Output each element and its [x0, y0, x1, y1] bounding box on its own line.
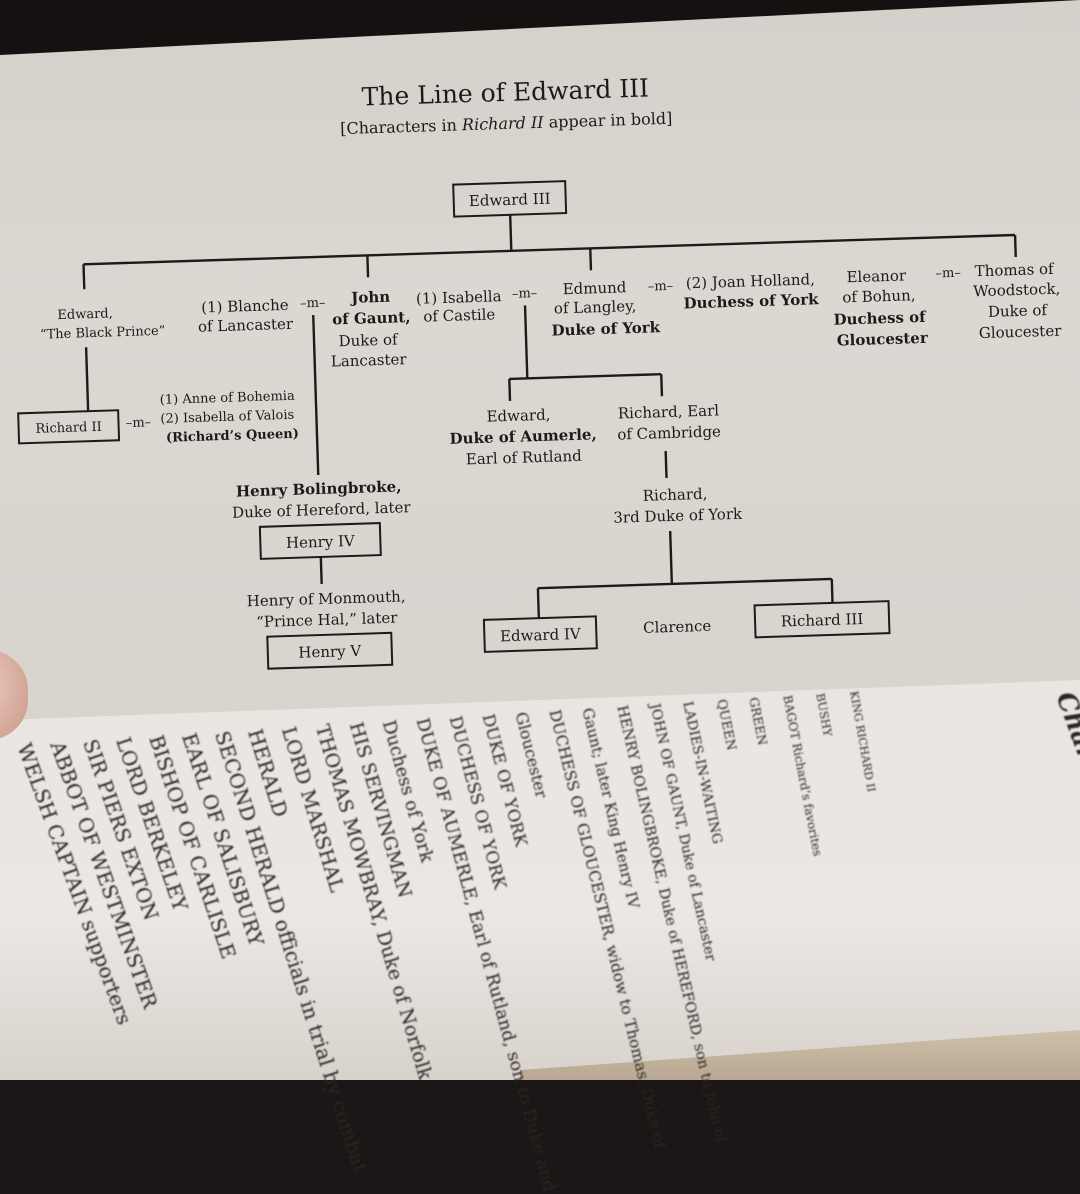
line-york3-down: [668, 530, 674, 584]
node-box-edward-iv: [482, 615, 598, 653]
marriage-edmund-2: –m–: [648, 279, 674, 295]
line-to-gaunt: [366, 255, 370, 278]
node-monmouth-2: “Prince Hal,” later: [256, 609, 399, 631]
node-r2-wife-1: (1) Anne of Bohemia: [160, 389, 296, 408]
node-henry-iv: Henry IV: [286, 532, 356, 552]
node-isabella-2: of Castile: [423, 305, 496, 325]
node-thomas-3: Duke of: [988, 301, 1049, 321]
line-to-bolingbroke: [312, 315, 320, 476]
node-box-henry-v: [266, 631, 394, 670]
node-eleanor-1: Eleanor: [846, 266, 907, 286]
node-monmouth-1: Henry of Monmouth,: [246, 587, 405, 610]
node-eleanor-3: Duchess of: [833, 308, 927, 329]
node-gaunt-3: Duke of: [338, 330, 399, 350]
node-box-richard-ii: [17, 409, 121, 445]
node-gaunt-2: of Gaunt,: [332, 308, 411, 328]
line-to-thomas: [1013, 234, 1017, 258]
node-r2-wife-2: (2) Isabella of Valois: [160, 408, 294, 427]
node-isabella-1: (1) Isabella: [416, 287, 502, 308]
node-box-richard-iii: [753, 600, 891, 639]
node-gaunt-4: Lancaster: [331, 350, 408, 370]
line-york-children-bar: [509, 372, 662, 381]
node-aumerle-2: Duke of Aumerle,: [449, 425, 597, 448]
node-aumerle-3: Earl of Rutland: [466, 447, 583, 469]
node-york3-1: Richard,: [642, 485, 707, 505]
facing-page-line: Gloucester: [511, 710, 552, 801]
line-york3-children-bar: [537, 577, 832, 590]
line-to-aumerle: [508, 378, 512, 401]
node-blanche-1: (1) Blanche: [201, 296, 289, 317]
node-cambridge-2: of Cambridge: [617, 422, 721, 443]
facing-page-line: KING RICHARD II: [847, 690, 878, 794]
node-joan-1: (2) Joan Holland,: [686, 270, 816, 292]
line-children-bar: [83, 233, 1016, 266]
node-york3-2: 3rd Duke of York: [613, 505, 743, 527]
node-black-prince-1: Edward,: [57, 306, 113, 323]
node-cambridge-1: Richard, Earl: [618, 401, 720, 422]
node-edward-iii: Edward III: [469, 190, 551, 211]
line-edmund-children: [523, 305, 529, 379]
node-gaunt-1: John: [349, 288, 391, 307]
node-thomas-2: Woodstock,: [973, 280, 1061, 301]
facing-page-line: GREEN: [746, 696, 771, 747]
line-to-edmund: [589, 248, 593, 271]
left-page: [0, 0, 1080, 730]
node-bolingbroke-1: Henry Bolingbroke,: [236, 477, 402, 500]
node-clarence: Clarence: [643, 617, 712, 637]
line-to-edward-iv: [536, 588, 541, 619]
node-edmund-1: Edmund: [562, 278, 627, 298]
node-edmund-2: of Langley,: [554, 297, 637, 318]
marriage-gaunt: –m–: [300, 296, 326, 312]
node-eleanor-4: Gloucester: [837, 329, 930, 350]
node-eleanor-2: of Bohun,: [842, 286, 916, 306]
node-bolingbroke-2: Duke of Hereford, later: [232, 498, 412, 522]
family-tree: The Line of Edward III [Characters in Ri…: [0, 0, 1080, 760]
line-to-monmouth: [319, 556, 323, 584]
node-thomas-4: Gloucester: [979, 322, 1063, 343]
node-joan-2: Duchess of York: [683, 290, 819, 312]
right-page: [0, 680, 1080, 1080]
line-to-richard-iii: [830, 578, 834, 603]
facing-page-heading: Characters in the: [1049, 688, 1080, 937]
node-blanche-2: of Lancaster: [198, 315, 294, 336]
node-henry-v: Henry V: [298, 642, 363, 662]
marriage-thomas: –m–: [935, 266, 961, 282]
line-to-cambridge: [660, 374, 664, 397]
line-to-black-prince: [82, 264, 86, 290]
line-to-richard-ii: [84, 347, 90, 412]
facing-page-text: Characters in the KING RICHARD IIBUSHYBA…: [12, 688, 1080, 1194]
node-richard-iii: Richard III: [781, 610, 864, 631]
facing-page-line: BUSHY: [813, 692, 835, 738]
node-thomas-1: Thomas of: [974, 260, 1055, 281]
facing-page-line: QUEEN: [713, 698, 739, 752]
node-edmund-3: Duke of York: [551, 318, 661, 339]
marriage-richard-ii: –m–: [126, 415, 152, 431]
node-black-prince-2: “The Black Prince”: [40, 324, 166, 343]
marriage-edmund-1: –m–: [512, 286, 538, 302]
line-edward-iii-down: [508, 214, 513, 251]
diagram-subtitle: [Characters in Richard II appear in bold…: [340, 109, 673, 138]
node-edward-iv: Edward IV: [500, 625, 582, 646]
line-to-york3: [664, 451, 668, 479]
node-r2-wife-3: (Richard’s Queen): [166, 427, 299, 446]
node-aumerle-1: Edward,: [486, 406, 550, 426]
node-richard-ii: Richard II: [35, 420, 102, 437]
